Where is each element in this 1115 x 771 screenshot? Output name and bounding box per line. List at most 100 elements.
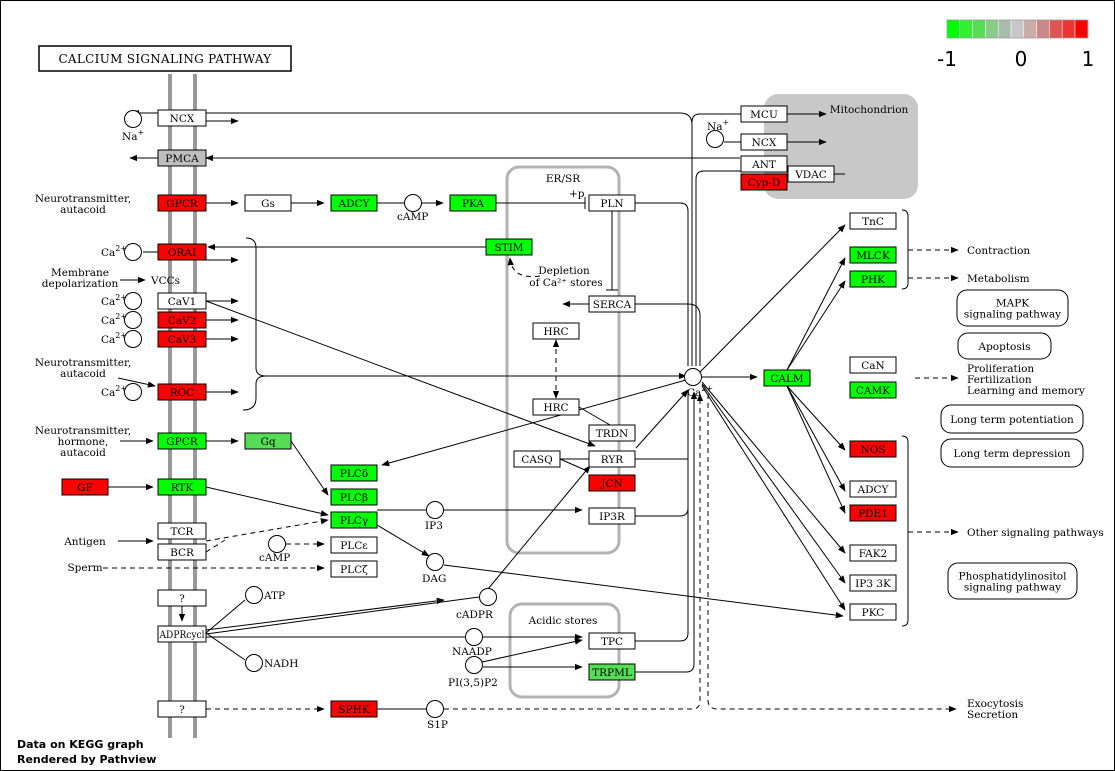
gene-node-g-orai[interactable]: ORAI: [157, 243, 207, 261]
gene-node-g-mlck[interactable]: MLCK: [849, 246, 897, 264]
gene-label: CAMK: [856, 385, 890, 397]
gene-box: [849, 440, 897, 458]
gene-node-g-tnc[interactable]: TnC: [849, 212, 897, 230]
gene-label: CASQ: [521, 454, 553, 466]
gene-node-g-nos[interactable]: NOS: [849, 440, 897, 458]
gene-node-g-adprc[interactable]: ADPRcycl: [157, 625, 207, 643]
footer-line-2: Rendered by Pathview: [17, 753, 156, 766]
gene-node-g-plce[interactable]: PLCε: [330, 536, 378, 554]
gene-node-g-bcr[interactable]: BCR: [157, 543, 207, 561]
gene-node-g-plcd[interactable]: PLCδ: [330, 464, 378, 482]
gene-node-g-fak2[interactable]: FAK2: [849, 544, 897, 562]
gene-node-g-cav3[interactable]: CaV3: [157, 330, 207, 348]
gene-label: VDAC: [794, 169, 827, 181]
gene-node-g-pkc[interactable]: PKC: [849, 603, 897, 621]
gene-node-g-trpml[interactable]: TRPML: [588, 663, 636, 681]
gene-node-g-tpc[interactable]: TPC: [588, 632, 636, 650]
pathway-link-p-ltp[interactable]: Long term potentiation: [940, 404, 1084, 434]
gene-node-g-hrc1[interactable]: HRC: [532, 322, 580, 340]
gene-node-g-adcy2[interactable]: ADCY: [849, 480, 897, 498]
gene-node-g-ncx-mito[interactable]: NCX: [740, 133, 788, 151]
compound-c-ca-center[interactable]: Ca2+: [684, 368, 714, 400]
gene-node-g-jcn[interactable]: JCN: [588, 474, 636, 492]
gene-box: [849, 574, 897, 592]
compound-c-ca-cav3[interactable]: Ca2+: [101, 330, 142, 348]
gene-node-g-cav2[interactable]: CaV2: [157, 311, 207, 329]
gene-node-g-q1[interactable]: ?: [157, 589, 207, 607]
legend-swatch: [972, 19, 986, 39]
gene-node-g-adcy1[interactable]: ADCY: [330, 194, 378, 212]
gene-label: PDE1: [858, 508, 888, 520]
compound-label: Ca2+: [101, 293, 127, 308]
legend-swatch: [1049, 19, 1063, 39]
compound-c-na-pm[interactable]: Na+: [122, 110, 144, 144]
gene-node-g-cav1[interactable]: CaV1: [157, 292, 207, 310]
gene-node-g-gpcr2[interactable]: GPCR: [157, 432, 207, 450]
compound-c-dag[interactable]: DAG: [422, 553, 446, 586]
gene-node-g-cypd[interactable]: Cyp-D: [740, 173, 788, 191]
gene-node-g-roc[interactable]: ROC: [157, 383, 207, 401]
compound-c-camp1[interactable]: cAMP: [397, 194, 428, 224]
gene-node-g-gs[interactable]: Gs: [244, 194, 292, 212]
compound-c-na-mito[interactable]: Na+: [706, 118, 730, 148]
compound-c-ca-roc[interactable]: Ca2+: [101, 383, 142, 401]
compound-c-naadp[interactable]: NAADP: [452, 628, 492, 659]
compound-c-ip3[interactable]: IP3: [425, 501, 444, 533]
gene-node-g-rtk[interactable]: RTK: [157, 478, 207, 496]
gene-node-g-plcg[interactable]: PLCγ: [330, 511, 378, 529]
gene-node-g-ryr[interactable]: RYR: [588, 450, 636, 468]
gene-node-g-pka[interactable]: PKA: [449, 194, 497, 212]
gene-box: [157, 383, 207, 401]
legend-swatch: [1023, 19, 1037, 39]
pathway-link-p-apoptosis[interactable]: Apoptosis: [957, 332, 1052, 360]
gene-node-g-ip3r[interactable]: IP3R: [588, 507, 636, 525]
gene-node-g-pde1[interactable]: PDE1: [849, 504, 897, 522]
legend-min: -1: [937, 47, 957, 71]
gene-node-g-ncx-pm[interactable]: NCX: [157, 109, 207, 127]
compound-c-atp[interactable]: ATP: [245, 586, 286, 604]
gene-box: [330, 700, 378, 718]
gene-node-g-gf[interactable]: GF: [61, 478, 109, 496]
gene-node-g-calm[interactable]: CALM: [763, 369, 811, 387]
pathway-link-p-ltd[interactable]: Long term depression: [940, 438, 1084, 468]
gene-node-g-plcz[interactable]: PLCζ: [330, 560, 378, 578]
gene-node-g-vdac[interactable]: VDAC: [787, 165, 835, 183]
gene-node-g-mcu[interactable]: MCU: [740, 105, 788, 123]
text-t-vccs: VCCs: [150, 275, 180, 287]
gene-node-g-can[interactable]: CaN: [849, 356, 897, 374]
gene-node-g-plcb[interactable]: PLCβ: [330, 488, 378, 506]
gene-node-g-stim[interactable]: STIM: [485, 238, 533, 256]
gene-node-g-sphk[interactable]: SPHK: [330, 700, 378, 718]
gene-label: NOS: [861, 444, 886, 456]
compound-c-camp2[interactable]: cAMP: [259, 535, 290, 565]
compound-c-ca-cav2[interactable]: Ca2+: [101, 311, 142, 329]
compound-c-ca-orai[interactable]: Ca2+: [101, 243, 142, 261]
title-box: CALCIUM SIGNALING PATHWAY: [38, 45, 292, 72]
gene-node-g-trdn[interactable]: TRDN: [588, 424, 636, 442]
gene-node-g-ip3k[interactable]: IP3 3K: [849, 574, 897, 592]
gene-node-g-serca[interactable]: SERCA: [588, 295, 636, 313]
gene-node-g-pmca[interactable]: PMCA: [157, 149, 207, 167]
gene-label: PLCζ: [340, 564, 368, 576]
gene-node-g-q2[interactable]: ?: [157, 700, 207, 718]
gene-label: MCU: [750, 109, 778, 121]
compound-c-pip2[interactable]: PI(3,5)P2: [448, 656, 498, 690]
gene-box: [849, 246, 897, 264]
compound-c-s1p[interactable]: S1P: [426, 700, 448, 732]
gene-node-g-gq[interactable]: Gq: [244, 432, 292, 450]
compound-c-ca-cav1[interactable]: Ca2+: [101, 292, 142, 310]
gene-node-g-pln[interactable]: PLN: [588, 194, 636, 212]
gene-node-g-tcr[interactable]: TCR: [157, 522, 207, 540]
compound-c-nadh[interactable]: NADH: [245, 654, 299, 672]
gene-node-g-casq[interactable]: CASQ: [513, 450, 561, 468]
gene-node-g-ant[interactable]: ANT: [740, 155, 788, 173]
gene-node-g-phk[interactable]: PHK: [849, 270, 897, 288]
gene-node-g-camk[interactable]: CAMK: [849, 381, 897, 399]
compound-circle: [124, 383, 142, 401]
compound-c-cadpr[interactable]: cADPR: [456, 588, 497, 622]
gene-node-g-hrc2[interactable]: HRC: [532, 398, 580, 416]
gene-node-g-gpcr1[interactable]: GPCR: [157, 194, 207, 212]
